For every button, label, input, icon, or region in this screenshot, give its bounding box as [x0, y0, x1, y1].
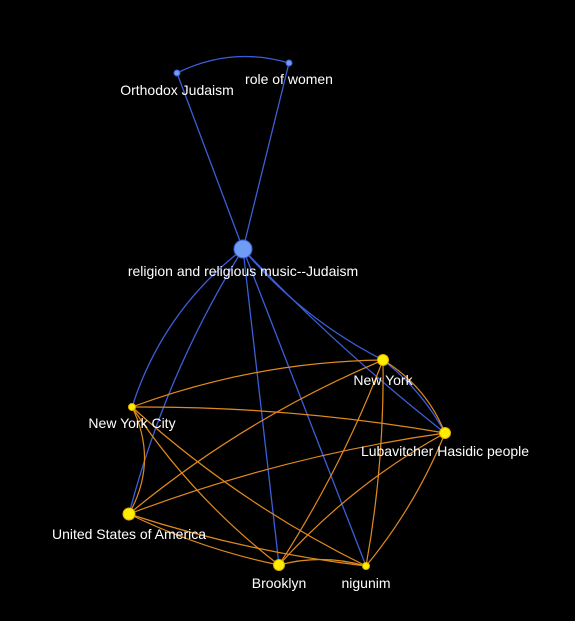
edge-usa-nig: [128, 513, 367, 567]
edge-religion-lub: [242, 248, 446, 434]
node-label-nyc: New York City: [88, 415, 175, 431]
edge-ny-bk: [278, 359, 384, 566]
label-layer: religion and religious music--Judaism Ort…: [52, 71, 529, 591]
edge-ny-lub: [382, 359, 446, 434]
edge-layer: [128, 55, 446, 567]
node-nyc[interactable]: [128, 403, 136, 411]
node-label-ny: New York: [353, 372, 413, 388]
edge-lub-bk: [278, 432, 446, 566]
edge-religion-ny: [242, 248, 384, 361]
edge-bk-nig: [278, 558, 367, 567]
edge-religion-bk: [242, 248, 280, 566]
edge-nyc-ny: [131, 359, 384, 408]
edge-usa-ny: [128, 359, 384, 515]
edge-women-religion: [242, 62, 290, 250]
edge-usa-bk: [128, 513, 280, 566]
edge-religion-nyc: [131, 248, 244, 408]
node-label-orthodox: Orthodox Judaism: [120, 82, 234, 98]
node-ny[interactable]: [377, 354, 389, 366]
node-bk[interactable]: [273, 559, 285, 571]
edge-nyc-lub: [131, 406, 446, 434]
edge-ny-lub: [382, 359, 446, 434]
node-label-lub: Lubavitcher Hasidic people: [361, 443, 529, 459]
node-orthodox[interactable]: [173, 69, 181, 77]
edge-religion-usa: [128, 248, 244, 515]
node-label-nig: nigunim: [341, 575, 390, 591]
node-nig[interactable]: [362, 562, 370, 570]
node-religion[interactable]: [233, 239, 253, 259]
node-usa[interactable]: [122, 507, 136, 521]
node-label-religion: religion and religious music--Judaism: [128, 263, 358, 279]
edge-orthodox-women: [176, 55, 290, 74]
edge-lub-nig: [365, 432, 446, 567]
node-label-usa: United States of America: [52, 526, 206, 542]
node-women[interactable]: [285, 59, 293, 67]
edge-nyc-usa: [128, 406, 146, 515]
node-lub[interactable]: [439, 427, 451, 439]
edge-usa-lub: [128, 432, 446, 515]
node-label-women: role of women: [245, 71, 333, 87]
edge-nyc-nig: [131, 406, 367, 567]
edge-religion-nig: [242, 248, 367, 567]
edge-orthodox-religion: [176, 72, 244, 250]
edge-ny-nig: [365, 359, 384, 567]
node-layer: [122, 59, 451, 571]
node-label-bk: Brooklyn: [252, 575, 306, 591]
